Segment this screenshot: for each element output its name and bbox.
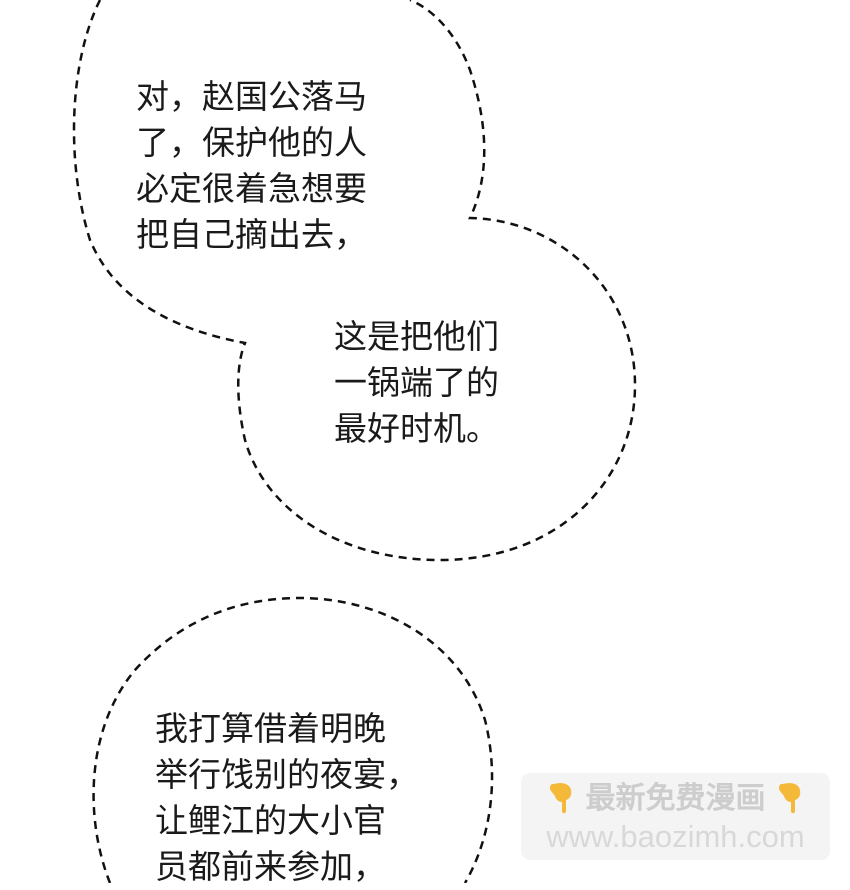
bubble-2-line: 一锅端了的 [334,363,499,402]
bubble-1-text: 对，赵国公落马 了，保护他的人 必定很着急想要 把自己摘出去， [136,74,367,258]
bubble-3-text: 我打算借着明晚 举行饯别的夜宴， 让鲤江的大小官 员都前来参加， [155,706,419,890]
pointing-down-hand-icon [778,782,801,813]
bubble-3-outline [92,596,494,883]
bubble-3-line: 举行饯别的夜宴， [155,755,419,794]
bubble-1-2-outline [72,0,637,562]
bubble-3-line: 我打算借着明晚 [155,709,386,748]
bubble-2-line: 这是把他们 [334,317,499,356]
bubble-1-line: 把自己摘出去， [136,215,367,254]
watermark-title-row: 最新免费漫画 [521,781,830,817]
bubble-1-line: 必定很着急想要 [136,169,367,208]
bubble-1-line: 了，保护他的人 [136,123,367,162]
bubble-3-line: 员都前来参加， [155,847,386,886]
watermark-badge[interactable]: 最新免费漫画 www.baozimh.com [521,773,830,860]
pointing-down-hand-icon [550,782,572,813]
bubble-2-text: 这是把他们 一锅端了的 最好时机。 [334,314,499,452]
watermark-url[interactable]: www.baozimh.com [546,819,805,854]
bubble-3-line: 让鲤江的大小官 [155,801,386,840]
bubble-1-line: 对，赵国公落马 [136,77,367,116]
watermark-title: 最新免费漫画 [585,781,766,816]
bubble-2-line: 最好时机。 [334,409,499,448]
